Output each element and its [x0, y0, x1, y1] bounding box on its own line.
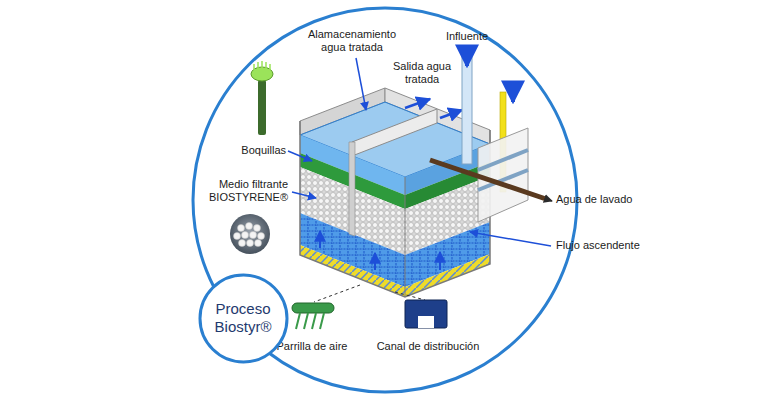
tank-edge — [405, 177, 406, 297]
media-bead — [246, 223, 253, 230]
media-bead — [258, 233, 265, 240]
part-label: Medio filtrante BIOSTYRENE® — [196, 178, 288, 204]
part-label: Alamacenamiento agua tratada — [300, 28, 404, 54]
influent-arrow — [465, 46, 469, 66]
circle-outline — [200, 275, 287, 362]
media-bead — [242, 232, 249, 239]
air-grid-icon — [292, 303, 334, 313]
wash-arrow — [546, 199, 552, 201]
flow-arrow — [374, 253, 376, 270]
media-icon — [234, 223, 265, 247]
flow-arrow — [439, 252, 441, 270]
distribution-floor — [300, 245, 405, 297]
media-bead — [238, 225, 245, 232]
media-icon — [230, 214, 270, 254]
partition-wall — [349, 142, 355, 236]
flow-arrow — [319, 231, 321, 248]
partition-wall — [352, 109, 437, 156]
frame-circle — [193, 8, 577, 392]
media-bead — [250, 232, 257, 239]
outlet-arrow — [405, 99, 430, 108]
air-grid-icon — [296, 313, 324, 329]
process-circle: Proceso Biostyr® — [198, 273, 289, 364]
nozzle-icon — [254, 61, 270, 70]
media-bead — [247, 240, 254, 247]
media-bead — [254, 225, 261, 232]
leader-line — [292, 192, 316, 198]
wash-pipe — [430, 160, 546, 199]
part-label: Salida agua tratada — [390, 60, 454, 86]
pipe — [478, 150, 528, 170]
part-label: Parrilla de aire — [270, 340, 354, 353]
nozzle-icon — [258, 80, 266, 135]
part-label: Agua de lavado — [556, 193, 656, 206]
part-label: Influente — [437, 30, 497, 43]
media-bead — [234, 233, 241, 240]
channel-icon — [405, 300, 447, 328]
media-bead — [239, 240, 246, 247]
channel-icon — [418, 316, 434, 328]
part-label: Boquillas — [226, 144, 286, 157]
influent-pipe — [462, 46, 472, 164]
part-label: Flujo ascendente — [556, 239, 666, 252]
leader-line — [356, 58, 366, 110]
node-title: Proceso Biostyr® — [208, 300, 278, 336]
part-label: Canal de distribución — [372, 340, 484, 353]
callout-line — [314, 285, 360, 302]
leader-line — [288, 151, 312, 161]
callout-line — [395, 292, 425, 300]
wash-channel — [478, 128, 528, 222]
flow-arrow — [511, 82, 515, 102]
media-bead — [255, 240, 262, 247]
leader-line — [470, 232, 551, 246]
outlet-arrow — [440, 110, 462, 118]
distribution-floor — [405, 254, 490, 297]
